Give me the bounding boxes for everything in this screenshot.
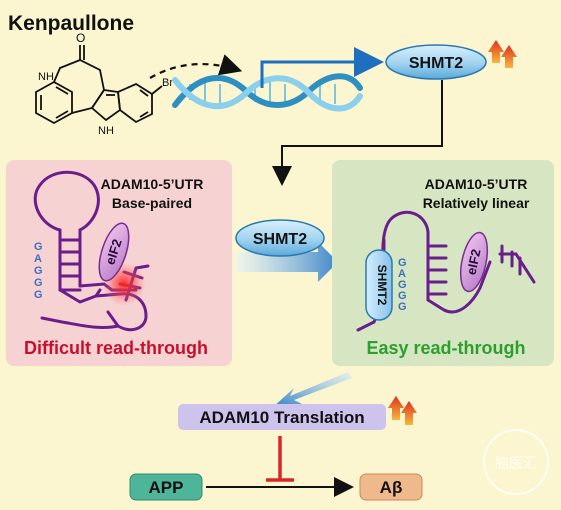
- watermark-logo: 脑医汇: [483, 429, 549, 495]
- watermark-text: 脑医汇: [495, 455, 537, 471]
- nh-label-top: NH: [38, 71, 54, 83]
- right-eif2-label: eIF2: [463, 248, 483, 277]
- right-seq-letter: G: [398, 290, 407, 302]
- app-box: APP: [129, 473, 203, 501]
- left-seq-letter: A: [34, 253, 42, 265]
- left-header-line1: ADAM10-5’UTR: [101, 176, 204, 192]
- left-seq-letter: G: [34, 289, 43, 301]
- right-eif2-oval: eIF2: [459, 231, 489, 293]
- upregulation-arrows-bottom-icon: [388, 396, 417, 425]
- left-seq-letter: G: [34, 265, 43, 277]
- translation-box: ADAM10 Translation: [178, 404, 386, 430]
- nh-label-bottom: NH: [98, 125, 114, 137]
- right-seq-letter: G: [398, 257, 407, 269]
- transcription-arrow: [260, 47, 384, 88]
- left-header-line2: Base-paired: [112, 195, 192, 211]
- upregulation-arrows-top-icon: [488, 40, 517, 68]
- shmt2-middle-pill: SHMT2: [235, 219, 325, 257]
- kenpaullone-structure-icon: [35, 45, 163, 125]
- right-seq-letter: A: [398, 268, 406, 280]
- right-seq-letters: G A G G G: [398, 257, 407, 313]
- right-seq-letter: G: [398, 301, 407, 313]
- app-label: APP: [149, 478, 184, 497]
- shmt2-flow-arrow: [272, 80, 443, 186]
- left-seq-letter: G: [34, 241, 43, 253]
- shmt2-top-pill: SHMT2: [385, 44, 487, 80]
- right-header-line1: ADAM10-5’UTR: [425, 176, 528, 192]
- right-shmt2-capsule: SHMT2: [365, 249, 393, 321]
- abeta-label: Aβ: [380, 478, 403, 497]
- shmt2-top-label: SHMT2: [409, 55, 463, 72]
- right-seq-letter: G: [398, 279, 407, 291]
- easy-caption: Easy read-through: [366, 338, 525, 358]
- oxygen-label: O: [76, 31, 85, 45]
- right-shmt2-label: SHMT2: [375, 265, 389, 306]
- left-eif2-oval: eIF2: [98, 222, 130, 282]
- left-seq-letter: G: [34, 277, 43, 289]
- bromine-label: Br: [162, 77, 173, 89]
- dashed-arrow: [149, 54, 243, 79]
- left-seq-letters: G A G G G: [34, 241, 43, 301]
- difficult-caption: Difficult read-through: [24, 338, 208, 358]
- right-header-line2: Relatively linear: [423, 195, 530, 211]
- translation-arrow: [272, 372, 352, 408]
- dna-helix-icon: [172, 73, 363, 112]
- shmt2-middle-label: SHMT2: [253, 231, 307, 248]
- translation-label: ADAM10 Translation: [199, 408, 364, 427]
- title: Kenpaullone: [8, 12, 134, 35]
- inhibition-icon: [266, 436, 294, 482]
- abeta-box: Aβ: [359, 473, 423, 501]
